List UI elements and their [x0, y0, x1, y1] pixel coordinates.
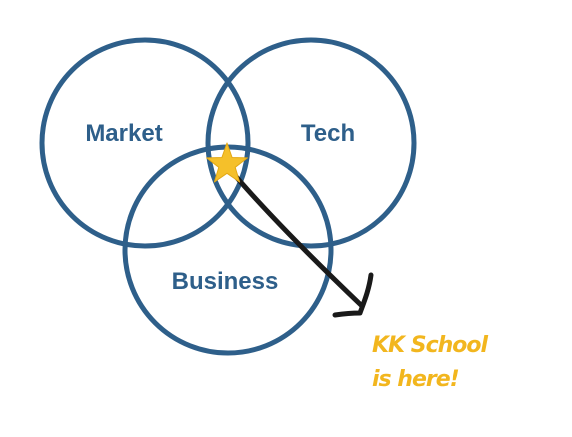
callout-text-line-2: is here! [372, 367, 460, 392]
label-market: Market [85, 120, 162, 147]
star-icon [206, 142, 248, 183]
circle-tech [205, 37, 417, 249]
circle-business [122, 144, 334, 356]
label-business: Business [172, 268, 279, 295]
circle-market [39, 37, 251, 249]
label-tech: Tech [301, 120, 355, 147]
arrow-icon [229, 169, 374, 318]
callout-text-line-1: KK School [372, 333, 488, 358]
